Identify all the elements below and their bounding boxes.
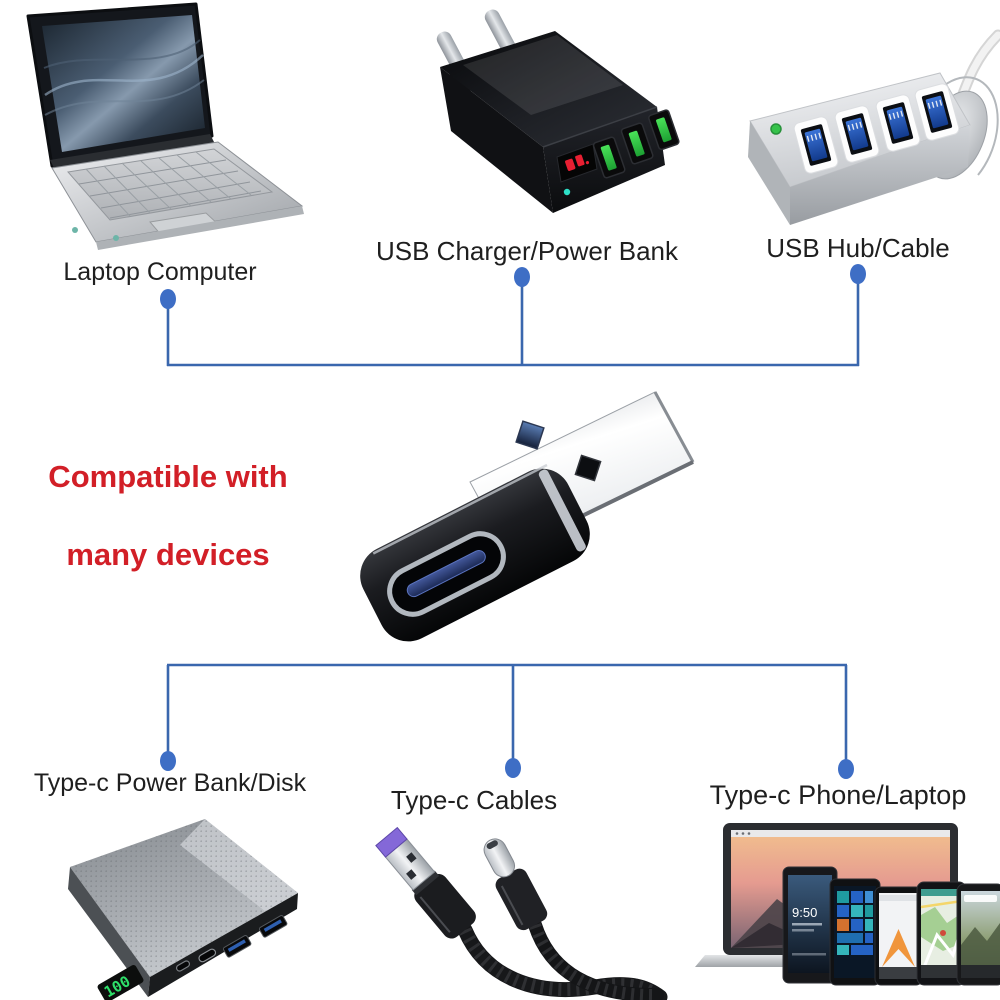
charger-led-display: [556, 143, 598, 196]
charger-led-light: [563, 188, 571, 196]
battery-display: 100: [97, 964, 144, 1000]
charger-top-face: [440, 31, 657, 147]
usb-a-purple-tongue: [375, 826, 408, 858]
power-bank-edge: [148, 893, 298, 997]
usb-c-cables-image: [375, 826, 668, 1000]
usb-c-connector: [483, 838, 548, 931]
hub-usb-ports: [793, 83, 960, 174]
usb-a-connector: [375, 826, 476, 939]
phones-laptop-image: 9:50: [695, 823, 1000, 986]
usb-c-cable: [528, 918, 664, 1000]
svg-text:9:50: 9:50: [792, 905, 817, 920]
headline-line1: Compatible with: [48, 459, 288, 494]
laptop-label: Laptop Computer: [63, 258, 257, 286]
phone-nexus-map: [916, 881, 967, 986]
power-bank-image: 100: [68, 819, 298, 1000]
phone-nexus-landscape: [956, 883, 1000, 986]
power-bank-ports: [175, 915, 288, 972]
phone-lumia: 9:50: [782, 866, 838, 984]
phone-htc: [874, 886, 923, 986]
phones-label: Type-c Phone/Laptop: [709, 780, 967, 810]
headline-line2: many devices: [66, 537, 270, 572]
power-bank-label: Type-c Power Bank/Disk: [33, 769, 307, 797]
hub-label: USB Hub/Cable: [766, 233, 950, 263]
usb-c-port: [387, 531, 506, 617]
laptop-image: [26, 2, 304, 250]
adapter-image: [360, 391, 695, 642]
usb-hub-image: [748, 29, 1000, 225]
adapter-body: [360, 463, 590, 642]
usb-charger-image: [436, 9, 680, 213]
cables-label: Type-c Cables: [390, 785, 558, 815]
headline: Compatible with many devices: [48, 438, 287, 594]
laptop-screen: [42, 15, 205, 152]
hub-power-led: [770, 123, 782, 135]
charger-side-face: [440, 67, 553, 213]
charger-label: USB Charger/Power Bank: [375, 236, 679, 266]
phone-windows: [829, 878, 881, 986]
charger-usb-ports: [592, 109, 680, 179]
hub-front-face: [790, 125, 970, 225]
